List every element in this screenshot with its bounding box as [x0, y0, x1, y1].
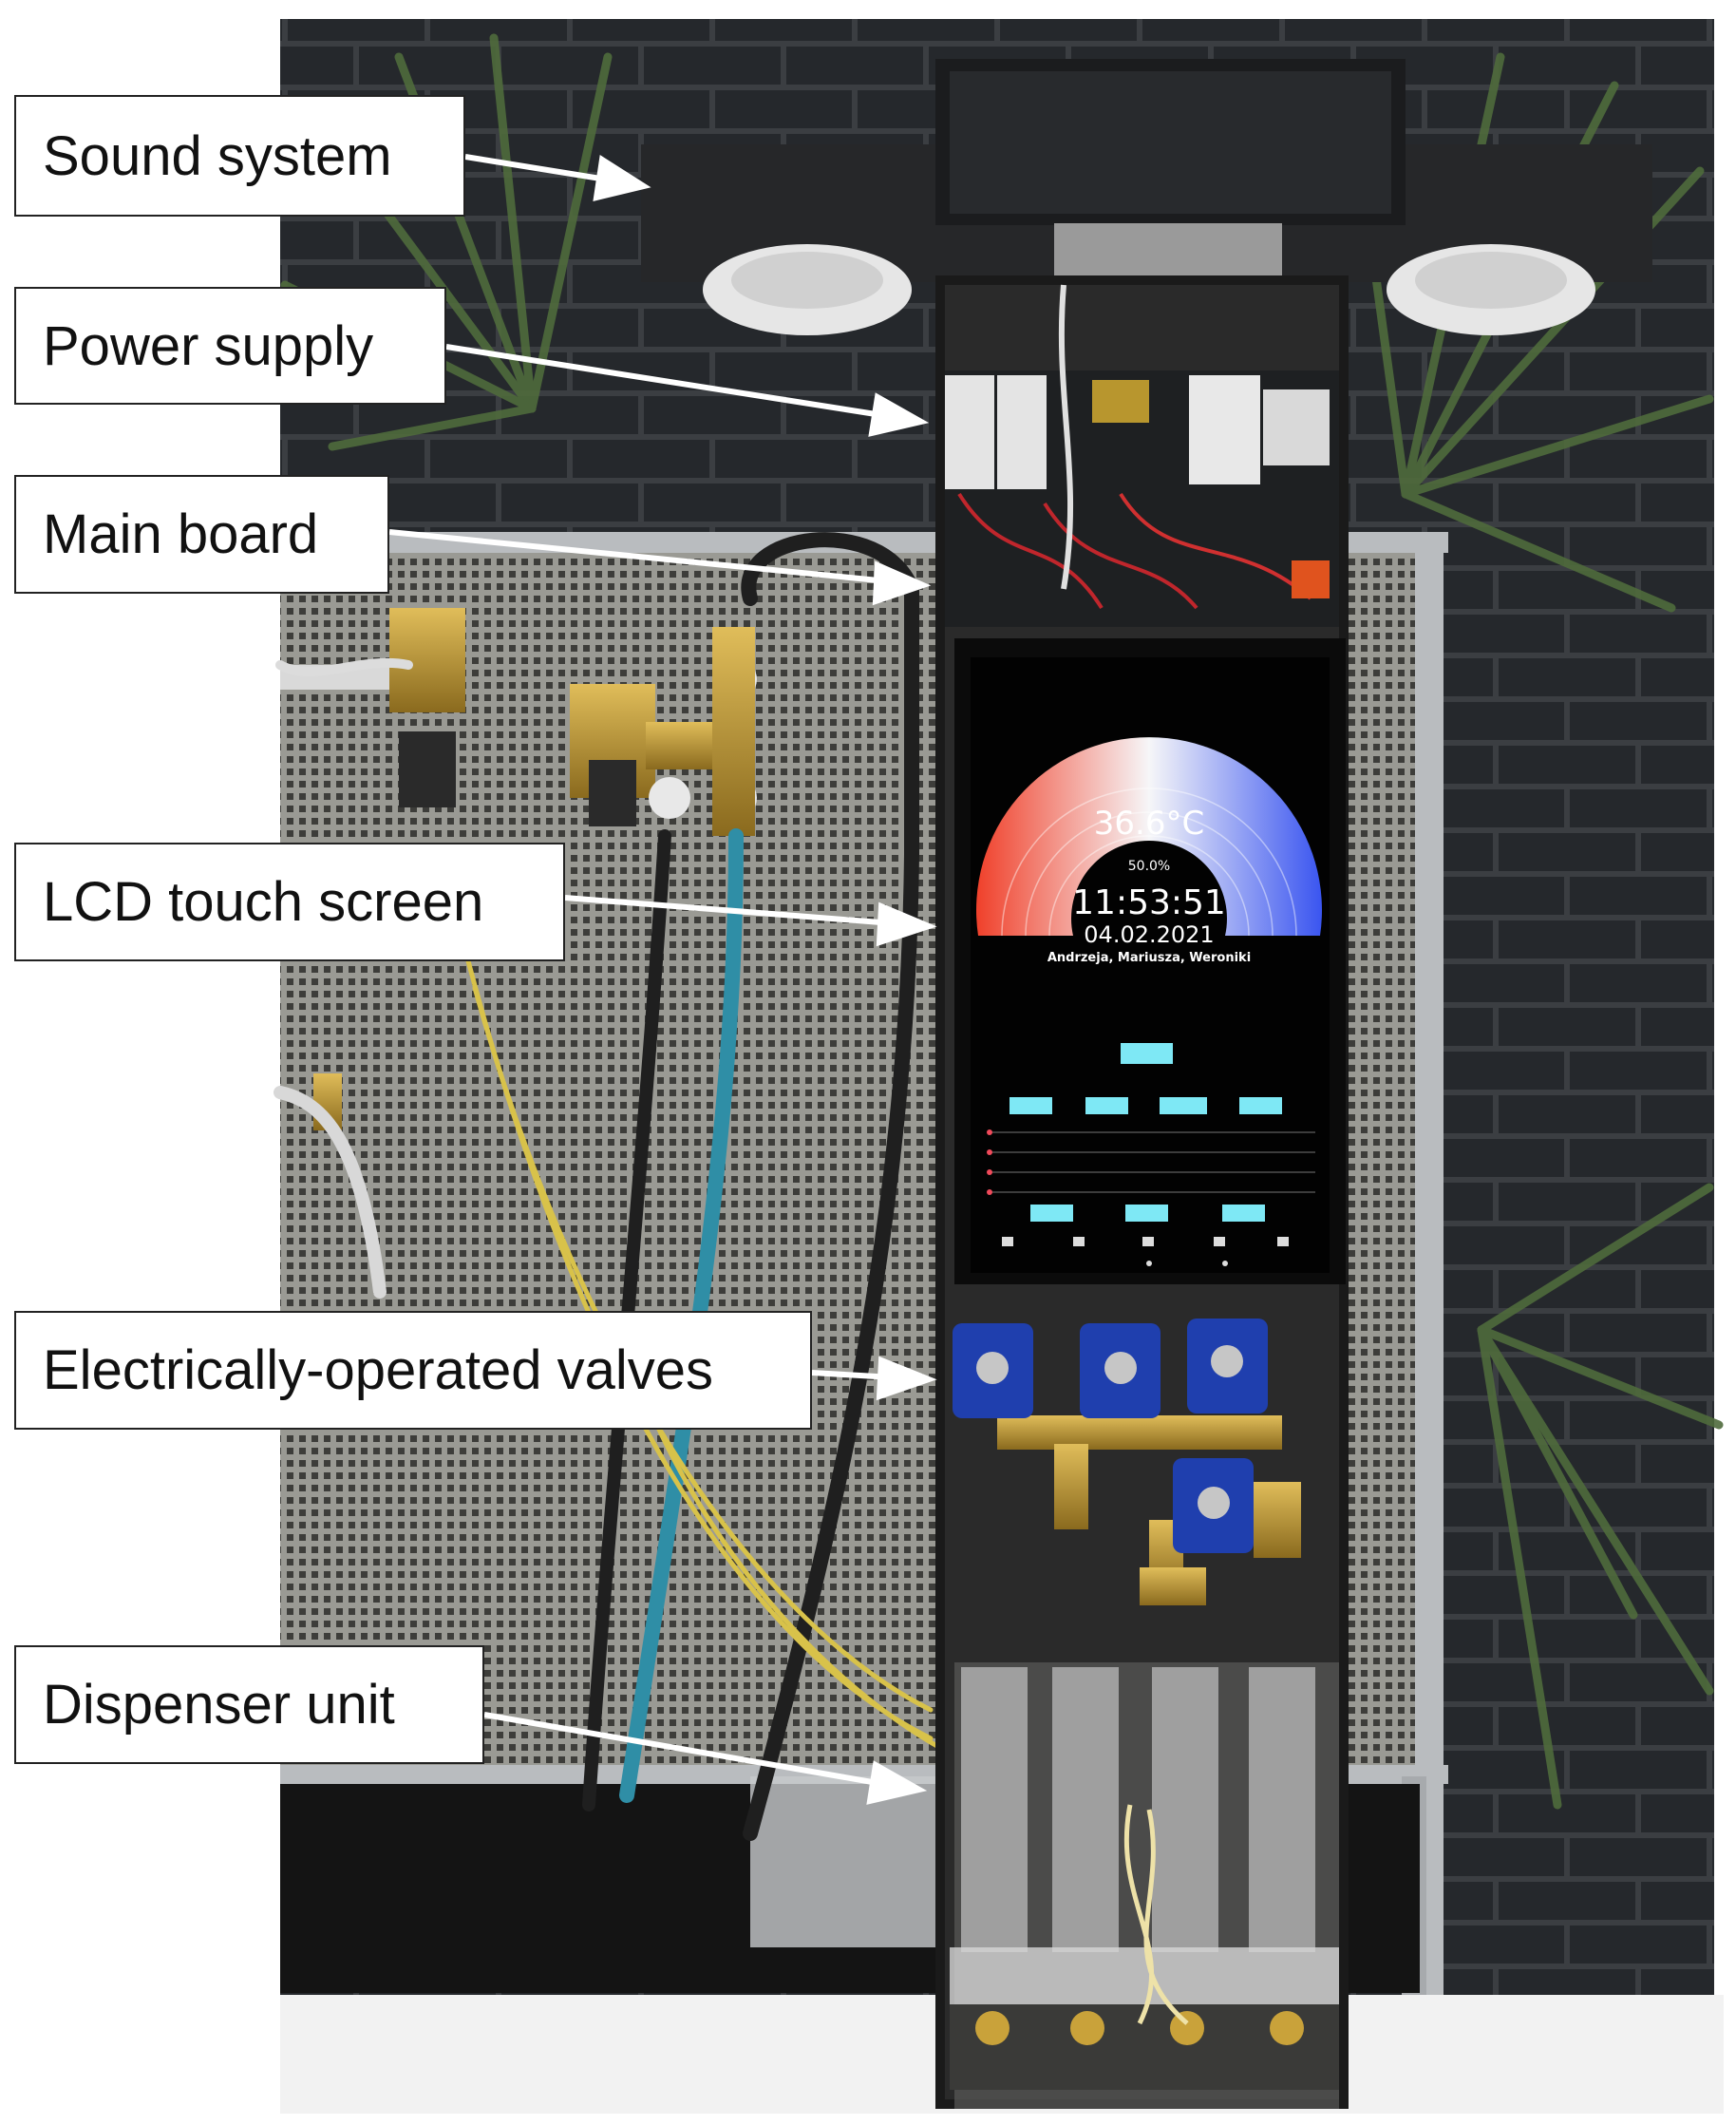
arrow-head-icon: [872, 560, 932, 606]
screen-button-row1-2: [1085, 1097, 1128, 1114]
label-power-supply: Power supply: [14, 287, 446, 405]
hoses: [274, 532, 943, 1841]
gauge-grid: [1001, 787, 1297, 937]
arrow-head-icon: [876, 1356, 937, 1401]
label-main-board: Main board: [14, 475, 389, 594]
screen-nav-icons: [1002, 1237, 1289, 1266]
label-lcd-touch-screen: LCD touch screen: [14, 843, 565, 961]
temperature-gauge: [976, 737, 1322, 936]
screen-button-row2-1: [1030, 1205, 1073, 1222]
percent-readout: 50.0%: [1128, 859, 1170, 874]
arrow-head-icon: [866, 1760, 928, 1805]
screen-button-row1-3: [1160, 1097, 1207, 1114]
time-readout: 11:53:51: [1072, 883, 1226, 922]
valve-actuator: [1187, 1319, 1268, 1414]
arrow-power-supply: [445, 344, 889, 419]
sound-system-unit: [641, 59, 1652, 335]
lcd-touch-screen: 36.6°C 50.0% 11:53:51 04.02.2021 Andrzej…: [954, 638, 1346, 1284]
arrow-sound-system: [464, 154, 613, 183]
arrow-head-icon: [593, 154, 651, 201]
arrow-head-icon: [876, 901, 937, 947]
valve-actuator: [1173, 1458, 1254, 1553]
arrow-dispenser: [483, 1712, 884, 1787]
callout-arrows: [388, 154, 937, 1805]
date-readout: 04.02.2021: [1084, 921, 1214, 948]
dispenser-unit: [950, 1662, 1339, 2109]
screen-button-row2-3: [1222, 1205, 1265, 1222]
plastic-cover: [750, 1776, 940, 1947]
label-sound-system: Sound system: [14, 95, 465, 217]
valve-actuator: [953, 1323, 1033, 1418]
power-supply-modules: [945, 370, 1339, 627]
arrow-main-board: [388, 529, 889, 584]
names-readout: Andrzeja, Mariusza, Weroniki: [1047, 951, 1251, 965]
label-dispenser-unit: Dispenser unit: [14, 1645, 484, 1764]
screen-button-top: [1121, 1043, 1173, 1064]
label-electrically-operated-valves: Electrically-operated valves: [14, 1311, 812, 1430]
temperature-readout: 36.6°C: [1094, 805, 1204, 843]
main-board-wiring: [957, 284, 1330, 610]
valve-actuator: [1080, 1323, 1160, 1418]
electric-valves: [953, 1319, 1301, 1605]
arrow-lcd-screen: [564, 895, 894, 926]
screen-button-row2-2: [1125, 1205, 1168, 1222]
screen-button-row1-1: [1010, 1097, 1052, 1114]
arrow-head-icon: [868, 392, 930, 437]
screen-settings-list: [987, 1129, 1315, 1195]
screen-button-row1-4: [1239, 1097, 1282, 1114]
